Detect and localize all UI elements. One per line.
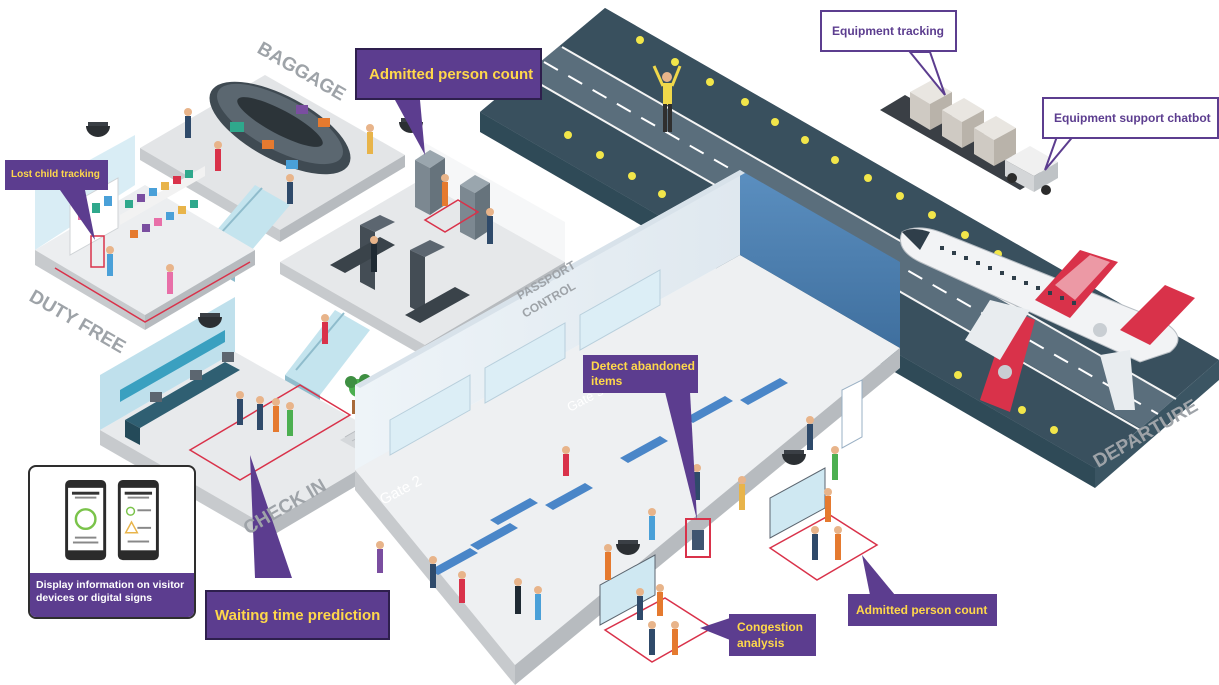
caption-line1: Display information on visitor bbox=[36, 579, 185, 591]
security-camera-icon bbox=[198, 313, 222, 328]
smartphone-icon bbox=[65, 480, 107, 561]
baggage-carousel bbox=[209, 81, 351, 175]
person bbox=[656, 584, 664, 616]
person bbox=[376, 541, 384, 573]
security-camera-icon bbox=[782, 450, 806, 465]
callout-equipment-tracking: Equipment tracking bbox=[820, 10, 957, 52]
person bbox=[272, 398, 280, 432]
callout-detect-abandoned-items: Detect abandoned items bbox=[583, 355, 698, 393]
person bbox=[370, 236, 378, 272]
person bbox=[256, 396, 264, 430]
visitor-device-panel: Display information on visitor devices o… bbox=[28, 465, 196, 619]
person bbox=[562, 446, 570, 476]
lost-child-highlight bbox=[90, 235, 105, 268]
shop-shelves bbox=[120, 166, 205, 238]
person bbox=[648, 621, 656, 655]
person bbox=[514, 578, 522, 614]
callout-text: Admitted person count bbox=[369, 66, 534, 83]
callout-text: Waiting time prediction bbox=[215, 607, 381, 624]
person bbox=[806, 416, 814, 450]
check-in-counters bbox=[125, 352, 240, 445]
duty-free-zone-outline bbox=[54, 261, 251, 323]
glass-door bbox=[599, 467, 826, 626]
person bbox=[321, 314, 329, 344]
person bbox=[834, 526, 842, 560]
person bbox=[166, 264, 174, 294]
waiting-seats bbox=[430, 378, 788, 575]
callout-text-line1: Congestion bbox=[737, 620, 803, 634]
person bbox=[636, 588, 644, 620]
security-camera-icon bbox=[86, 122, 110, 137]
person bbox=[458, 571, 466, 603]
airplane bbox=[900, 227, 1195, 412]
cargo-container bbox=[974, 116, 1016, 166]
callout-admitted-person-count-top: Admitted person count bbox=[355, 48, 542, 100]
person bbox=[236, 391, 244, 425]
person bbox=[604, 544, 612, 580]
callout-text: Lost child tracking bbox=[11, 169, 100, 180]
callout-lost-child-tracking: Lost child tracking bbox=[5, 160, 108, 190]
person bbox=[824, 488, 832, 522]
security-camera-icon bbox=[616, 540, 640, 555]
callout-text: Admitted person count bbox=[856, 603, 988, 617]
callout-text-line1: Detect abandoned bbox=[591, 359, 696, 373]
person bbox=[693, 464, 701, 500]
smartphone-icons bbox=[65, 480, 159, 561]
passport-booth bbox=[415, 150, 445, 215]
callout-congestion-analysis: Congestion analysis bbox=[729, 614, 816, 656]
person bbox=[286, 402, 294, 436]
abandoned-item-highlight bbox=[685, 518, 711, 558]
device-panel-caption: Display information on visitor devices o… bbox=[30, 573, 194, 617]
people bbox=[106, 108, 842, 655]
callout-text: Equipment support chatbot bbox=[1054, 111, 1211, 125]
person bbox=[534, 586, 542, 620]
person bbox=[106, 246, 114, 276]
ground-marshaller bbox=[652, 65, 682, 132]
person bbox=[184, 108, 192, 138]
person bbox=[286, 174, 294, 204]
person bbox=[486, 208, 494, 244]
callout-text-line2: items bbox=[591, 374, 623, 388]
person bbox=[648, 508, 656, 540]
callout-equipment-support-chatbot: Equipment support chatbot bbox=[1042, 97, 1219, 139]
person bbox=[366, 124, 374, 154]
gate-windows bbox=[389, 269, 661, 456]
person bbox=[441, 174, 449, 206]
person bbox=[738, 476, 746, 510]
person bbox=[831, 446, 839, 480]
baggage-tug-train bbox=[880, 80, 1058, 195]
person bbox=[671, 621, 679, 655]
passport-booth bbox=[460, 175, 490, 240]
callout-admitted-person-count-bottom: Admitted person count bbox=[848, 594, 997, 626]
smartphone-icon bbox=[117, 480, 159, 561]
admitted-zone-outline bbox=[423, 199, 480, 233]
admitted-zone-outline bbox=[768, 514, 879, 581]
callout-waiting-time-prediction: Waiting time prediction bbox=[205, 590, 390, 640]
callout-text: Equipment tracking bbox=[832, 24, 945, 38]
queue-zone-outline bbox=[188, 384, 352, 481]
person bbox=[811, 526, 819, 560]
security-scanner bbox=[330, 215, 470, 323]
caption-line2: devices or digital signs bbox=[36, 592, 153, 604]
person bbox=[214, 141, 222, 171]
callout-text-line2: analysis bbox=[737, 636, 785, 650]
person bbox=[429, 556, 437, 588]
